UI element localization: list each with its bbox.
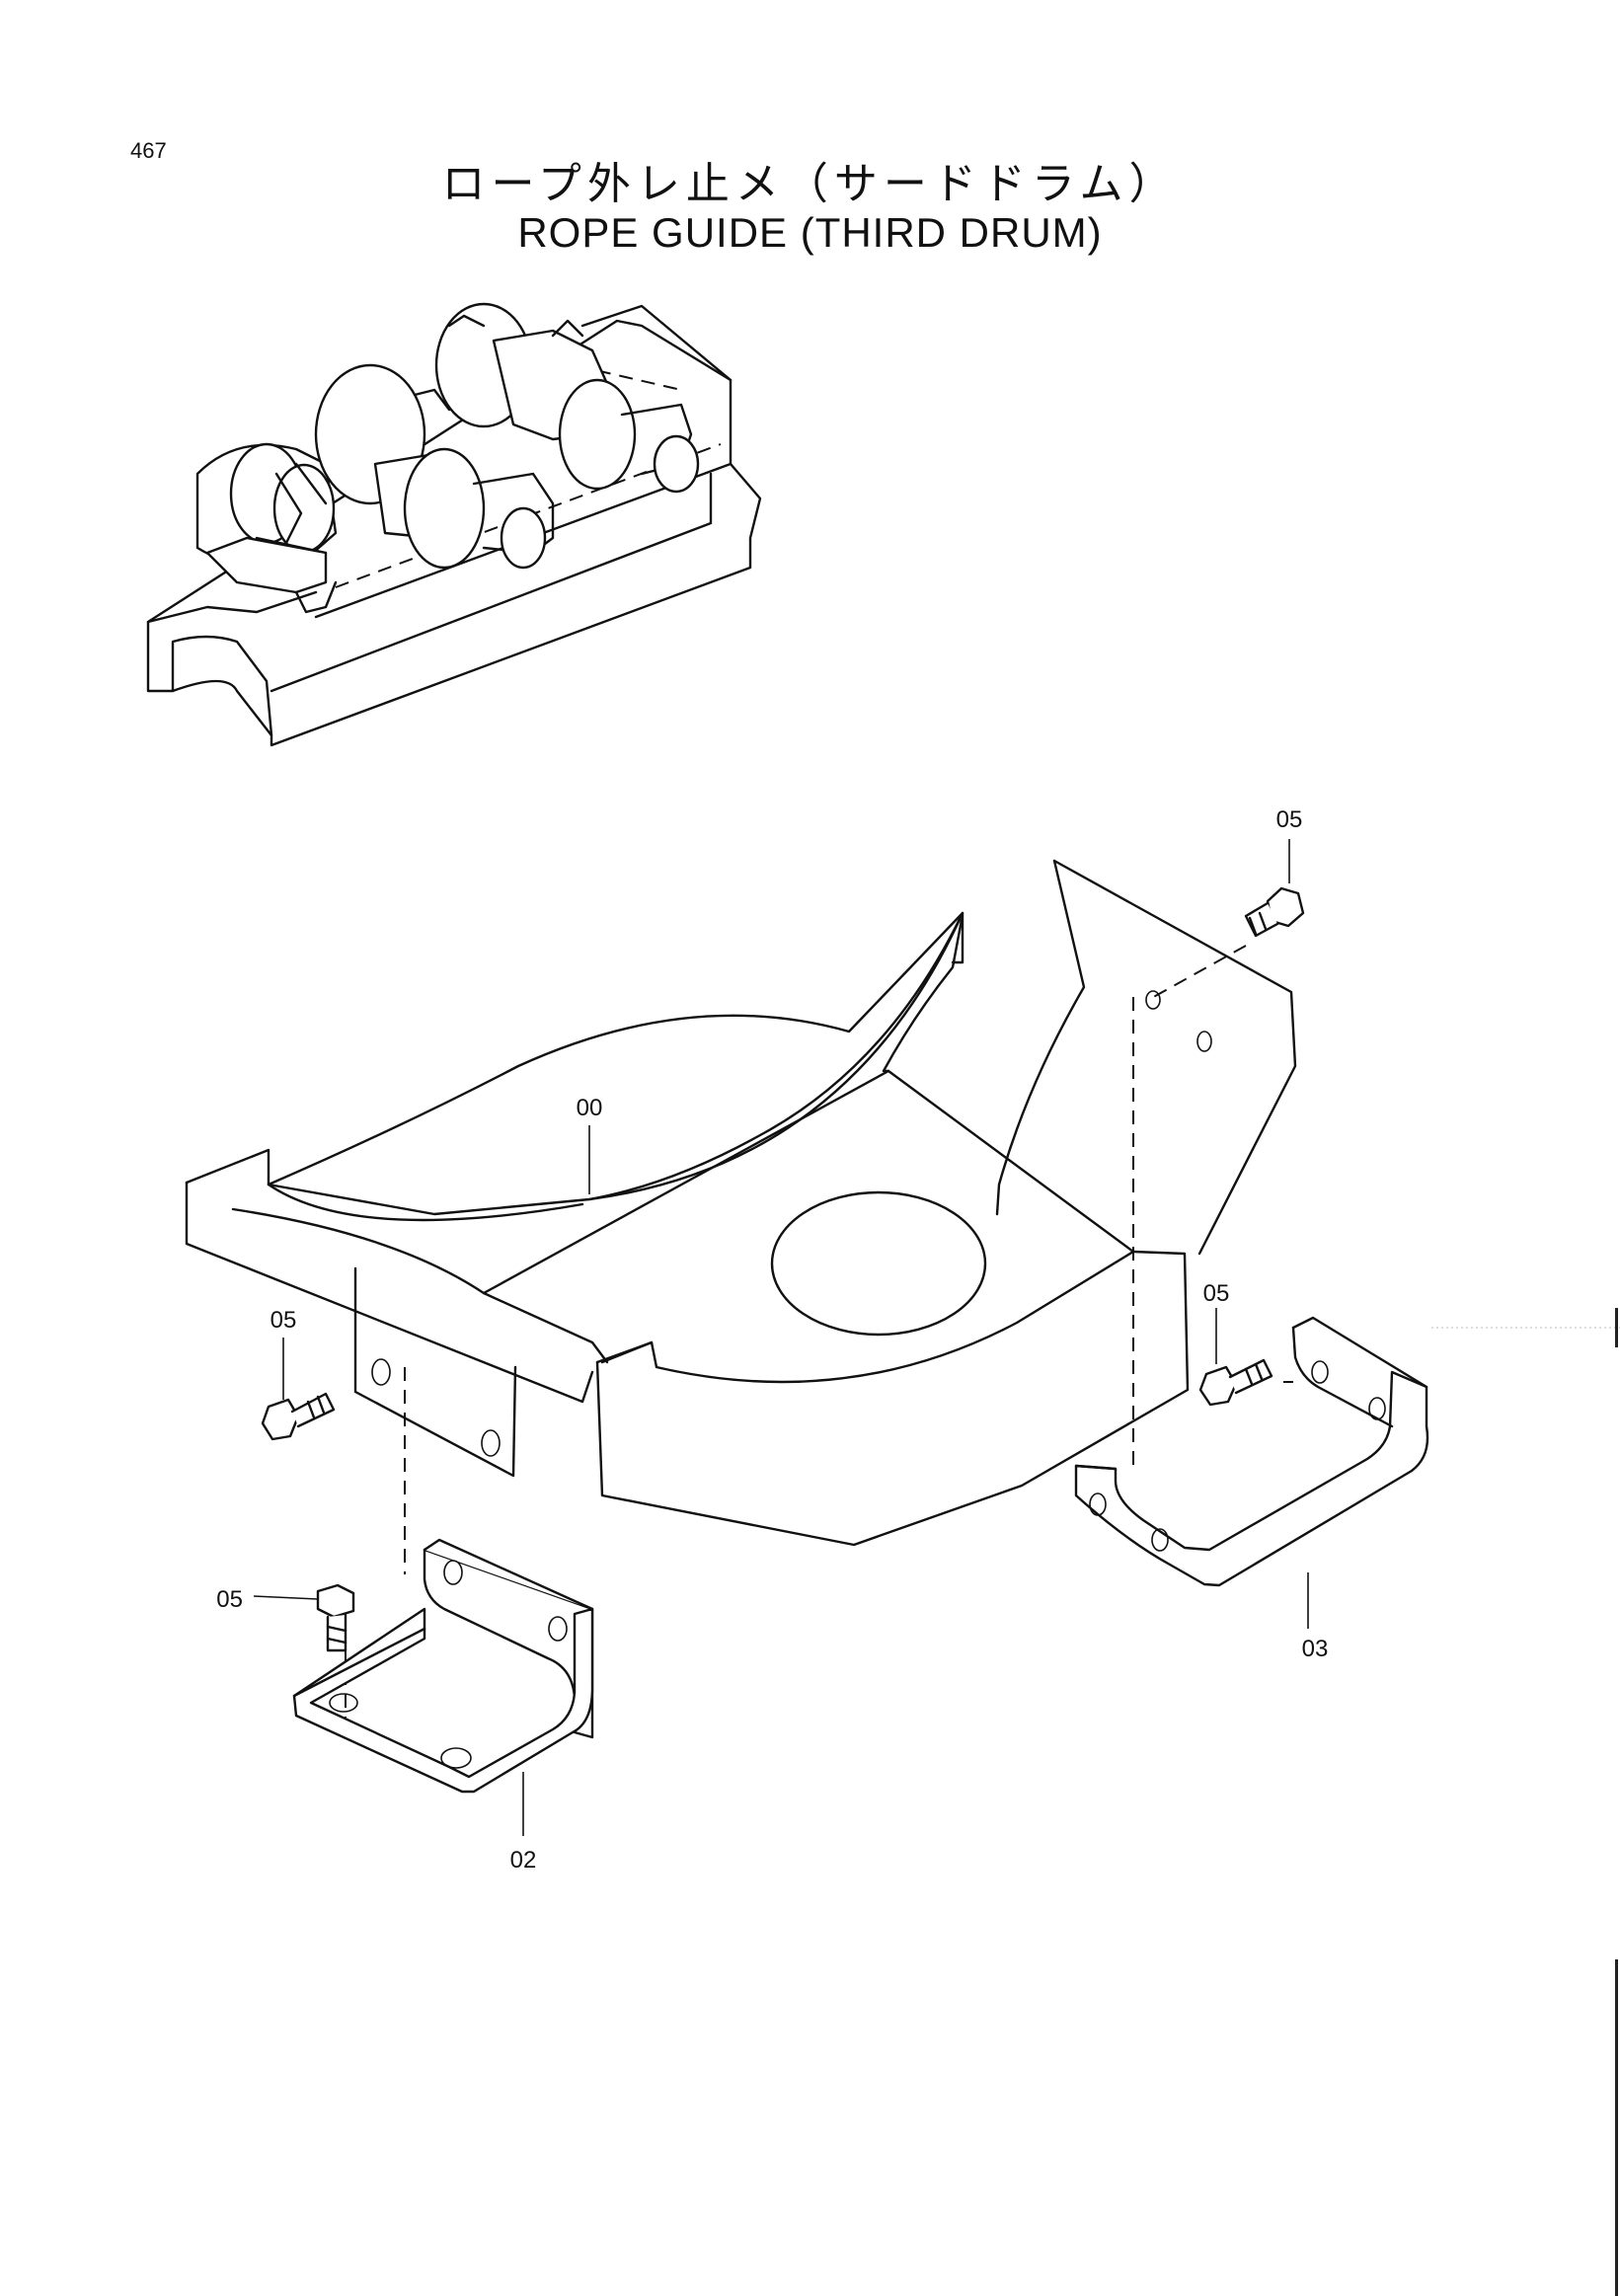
- leader-lines: [253, 839, 1309, 1836]
- assembly-lines: [345, 945, 1293, 1718]
- callout-rope-guide-plate: 00: [577, 1095, 603, 1121]
- bolt-left: [261, 1392, 336, 1441]
- right-margin-mark: [1615, 1308, 1618, 1347]
- bolt-top-right: [1244, 886, 1305, 938]
- bolt-lower-left: [316, 1583, 355, 1652]
- drum-assembly-overview: [146, 302, 762, 747]
- callout-bolt-right: 05: [1203, 1280, 1230, 1307]
- callout-bolt-left: 05: [270, 1307, 297, 1334]
- callout-bracket-left: 02: [510, 1847, 537, 1874]
- title-english: ROPE GUIDE (THIRD DRUM): [517, 209, 1103, 256]
- bracket-right: [1074, 1316, 1429, 1587]
- callout-bolt-lower-left: 05: [216, 1586, 243, 1613]
- callout-bracket-right: 03: [1302, 1636, 1329, 1662]
- bracket-left: [292, 1538, 594, 1794]
- bolt-right: [1198, 1358, 1273, 1407]
- rope-guide-plate: [185, 859, 1297, 1547]
- page-number: 467: [130, 138, 167, 163]
- right-margin-mark-lower: [1615, 1959, 1618, 2296]
- title-japanese: ロープ外レ止メ（サードドラム）: [441, 159, 1179, 209]
- callout-bolt-top-right: 05: [1276, 806, 1303, 833]
